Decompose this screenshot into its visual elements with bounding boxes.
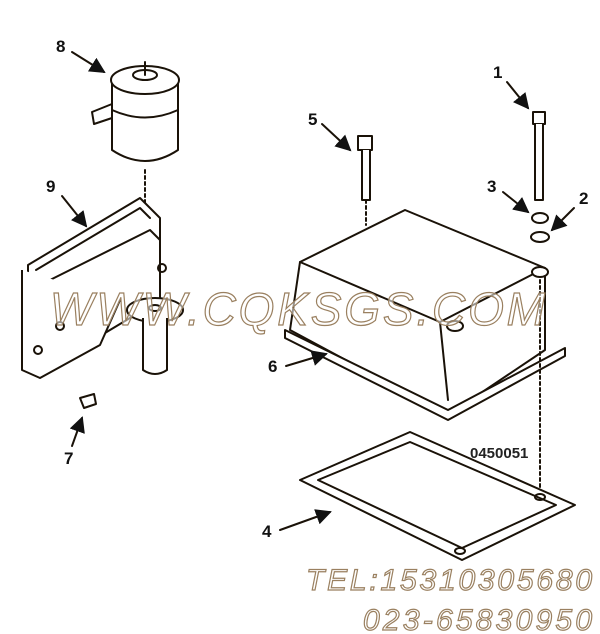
callout-label: 7 <box>64 449 73 468</box>
callout-6: 6 <box>268 350 328 376</box>
callout-4: 4 <box>262 509 332 541</box>
callout-8: 8 <box>56 37 106 74</box>
callout-5: 5 <box>308 110 352 152</box>
watermark-site: WWW.CQKSGS.COM <box>50 283 546 335</box>
watermark-phone: 023-65830950 <box>363 604 592 634</box>
callout-label: 1 <box>493 63 502 82</box>
figure-code: 0450051 <box>470 445 528 462</box>
callout-label: 8 <box>56 37 65 56</box>
callout-label: 4 <box>262 522 272 541</box>
long-bolt-part <box>532 111 546 201</box>
callout-label: 3 <box>487 177 496 196</box>
callout-label: 2 <box>579 189 588 208</box>
callout-9: 9 <box>46 177 88 228</box>
callout-label: 5 <box>308 110 317 129</box>
callout-1: 1 <box>493 63 530 110</box>
lock-washer-part <box>531 212 549 224</box>
cover-part <box>284 209 566 496</box>
callout-label: 9 <box>46 177 55 196</box>
short-bolt-part <box>357 135 373 226</box>
callout-2: 2 <box>550 189 588 232</box>
gasket-part <box>299 431 576 561</box>
callout-7: 7 <box>64 416 85 468</box>
watermark-tel: TEL:15310305680 <box>306 564 592 597</box>
flat-washer-part <box>530 231 550 243</box>
callout-label: 6 <box>268 357 277 376</box>
callout-3: 3 <box>487 177 530 214</box>
mounting-bracket-part <box>21 197 184 409</box>
